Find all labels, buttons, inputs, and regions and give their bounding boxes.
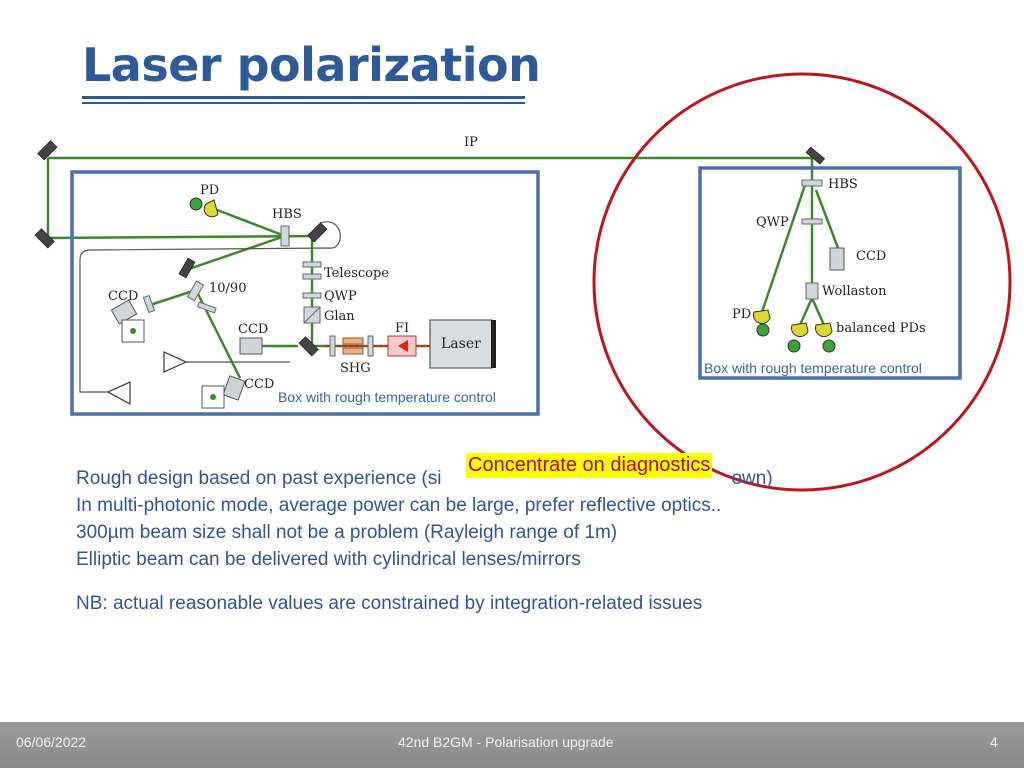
pid-controller-icon (106, 381, 131, 406)
mirror-icon (34, 228, 55, 249)
ratio-label: 10/90 (209, 281, 246, 296)
right-pd-label: PD (732, 307, 751, 322)
lens-icon (367, 335, 374, 357)
mirror-icon (805, 146, 826, 165)
telescope-lens-icon (302, 261, 322, 268)
left-box-caption: Box with rough temperature control (278, 389, 496, 405)
fi-label: FI (395, 321, 409, 336)
balanced-pd-icon (814, 322, 833, 338)
bullet-item: In multi-photonic mode, average power ca… (76, 495, 722, 516)
right-pd-icon (752, 309, 771, 325)
photodiode-icon (189, 197, 203, 211)
right-pd-sensor-icon (756, 323, 770, 337)
bullet-text-part: own) (731, 468, 773, 489)
beam-right-to-pd (760, 184, 807, 313)
highlight-callout: Concentrate on diagnostics (466, 453, 713, 478)
wollaston-label: Wollaston (822, 284, 887, 299)
lens-icon (329, 335, 336, 357)
photodiode-holder-icon (203, 199, 219, 218)
cable-top-loop (79, 221, 341, 393)
hbs-label: HBS (272, 207, 302, 222)
ccd-top-label: CCD (108, 289, 138, 304)
hbs-plate-icon (280, 225, 290, 247)
left-optics-box (70, 170, 540, 416)
balanced-pd-icon (790, 322, 809, 338)
beam-right-to-ccd (814, 189, 840, 249)
title-underline-thin (82, 102, 525, 104)
right-hbs-label: HBS (828, 177, 858, 192)
pd-label: PD (200, 183, 219, 198)
nb-note: NB: actual reasonable values are constra… (76, 593, 703, 614)
beam-to-pd (211, 206, 286, 238)
wollaston-prism-icon (805, 282, 819, 300)
qwp-plate-icon (302, 292, 322, 299)
ccd-camera-icon (239, 337, 263, 355)
shg-crystal-icon (342, 347, 364, 355)
bullet-item: Elliptic beam can be delivered with cyli… (76, 549, 581, 570)
optical-setup-diagram: IP PD HBS Telescope 10/90 CCD QWP Glan C… (34, 72, 1012, 492)
bullet-item: Rough design based on past experience (s… (76, 465, 773, 492)
bullet-list: Rough design based on past experience (s… (76, 465, 773, 573)
right-ccd-label: CCD (856, 249, 886, 264)
balanced-pd-sensor-icon (822, 339, 836, 353)
ccd-camera-icon (222, 375, 246, 401)
beam-wollaston-a (798, 297, 814, 326)
telescope-label: Telescope (324, 266, 389, 281)
laser-aperture-icon (491, 320, 496, 368)
shg-label: SHG (340, 361, 371, 376)
title-underline (82, 96, 525, 99)
right-qwp-plate-icon (801, 218, 823, 225)
right-hbs-plate-icon (801, 179, 823, 187)
beam-spot-icon (210, 394, 216, 400)
footer-event: 42nd B2GM - Polarisation upgrade (398, 734, 614, 750)
slide-footer: 06/06/2022 42nd B2GM - Polarisation upgr… (0, 722, 1024, 768)
glan-diagonal-icon (303, 306, 321, 324)
qwp-label: QWP (324, 289, 357, 304)
glan-label: Glan (324, 309, 355, 324)
telescope-lens-icon (302, 273, 322, 280)
isolator-arrow-icon (398, 340, 408, 352)
right-box-caption: Box with rough temperature control (704, 360, 922, 376)
beam-to-splitter (185, 234, 286, 272)
lens-icon (196, 301, 217, 314)
slide-title: Laser polarization (82, 38, 541, 92)
bullet-item: 300µm beam size shall not be a problem (… (76, 522, 618, 543)
laser-label: Laser (441, 336, 481, 352)
mirror-icon (307, 222, 328, 243)
mirror-icon (298, 336, 319, 357)
right-ccd-camera-icon (829, 247, 845, 271)
ip-label: IP (464, 135, 478, 150)
right-optics-box (698, 166, 962, 380)
beam-spot-icon (130, 328, 136, 334)
ccd-camera-icon (110, 299, 138, 325)
balanced-pd-sensor-icon (787, 339, 801, 353)
beam-to-ccd-top (149, 288, 197, 307)
mirror-icon (37, 140, 58, 161)
diagnostics-highlight-circle (592, 72, 1012, 492)
footer-date: 06/06/2022 (16, 734, 87, 750)
laser-source-icon (429, 319, 493, 369)
balanced-pds-label: balanced PDs (836, 321, 926, 336)
footer-page-number: 4 (990, 734, 998, 750)
lens-icon (142, 294, 156, 314)
beam-left-return (47, 234, 319, 240)
right-qwp-label: QWP (756, 215, 789, 230)
ccd-bottom-label: CCD (244, 377, 274, 392)
ccd-mid-label: CCD (238, 322, 268, 337)
mirror-icon (178, 257, 196, 279)
beam-wollaston-b (810, 297, 826, 326)
shg-crystal-icon (342, 337, 364, 345)
bullet-text-part: Rough design based on past experience (s… (76, 468, 442, 489)
pid-controller-icon (163, 351, 188, 373)
splitter-10-90-icon (186, 280, 205, 302)
